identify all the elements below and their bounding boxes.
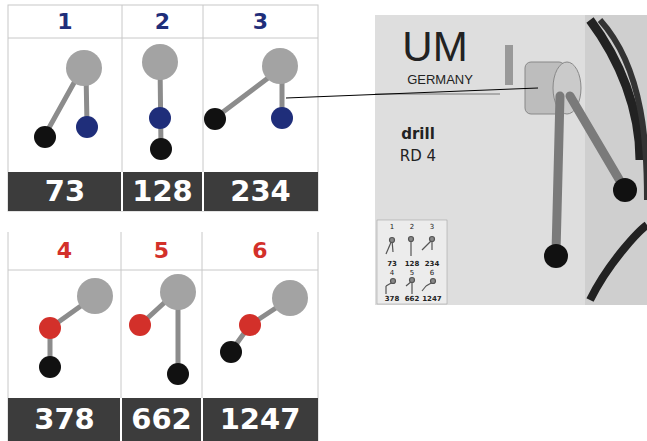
small-speed-value: 128 xyxy=(400,259,424,269)
gear-number: 3 xyxy=(203,5,318,38)
small-speed-value: 378 xyxy=(380,294,404,304)
small-gear-number: 1 xyxy=(380,222,404,232)
brand-text: GERMANY xyxy=(380,70,500,90)
small-speed-value: 662 xyxy=(400,294,424,304)
speed-value: 378 xyxy=(8,398,121,441)
gear-number: 2 xyxy=(122,5,203,38)
small-gear-number: 6 xyxy=(420,268,444,278)
speed-value: 234 xyxy=(203,172,318,211)
small-gear-number: 4 xyxy=(380,268,404,278)
gear-number: 4 xyxy=(8,234,121,268)
gear-number: 5 xyxy=(121,234,202,268)
brand-text: UM xyxy=(380,22,490,72)
model-text: RD 4 xyxy=(378,146,458,166)
model-text: drill xyxy=(378,124,458,144)
small-gear-number: 2 xyxy=(400,222,424,232)
small-gear-number: 5 xyxy=(400,268,424,278)
small-speed-value: 1247 xyxy=(420,294,444,304)
speed-value: 128 xyxy=(122,172,203,211)
small-speed-value: 234 xyxy=(420,259,444,269)
small-speed-value: 73 xyxy=(380,259,404,269)
gear-number: 1 xyxy=(8,5,122,38)
gear-number: 6 xyxy=(202,234,318,268)
speed-value: 662 xyxy=(121,398,202,441)
speed-value: 73 xyxy=(8,172,122,211)
speed-value: 1247 xyxy=(202,398,318,441)
small-gear-number: 3 xyxy=(420,222,444,232)
